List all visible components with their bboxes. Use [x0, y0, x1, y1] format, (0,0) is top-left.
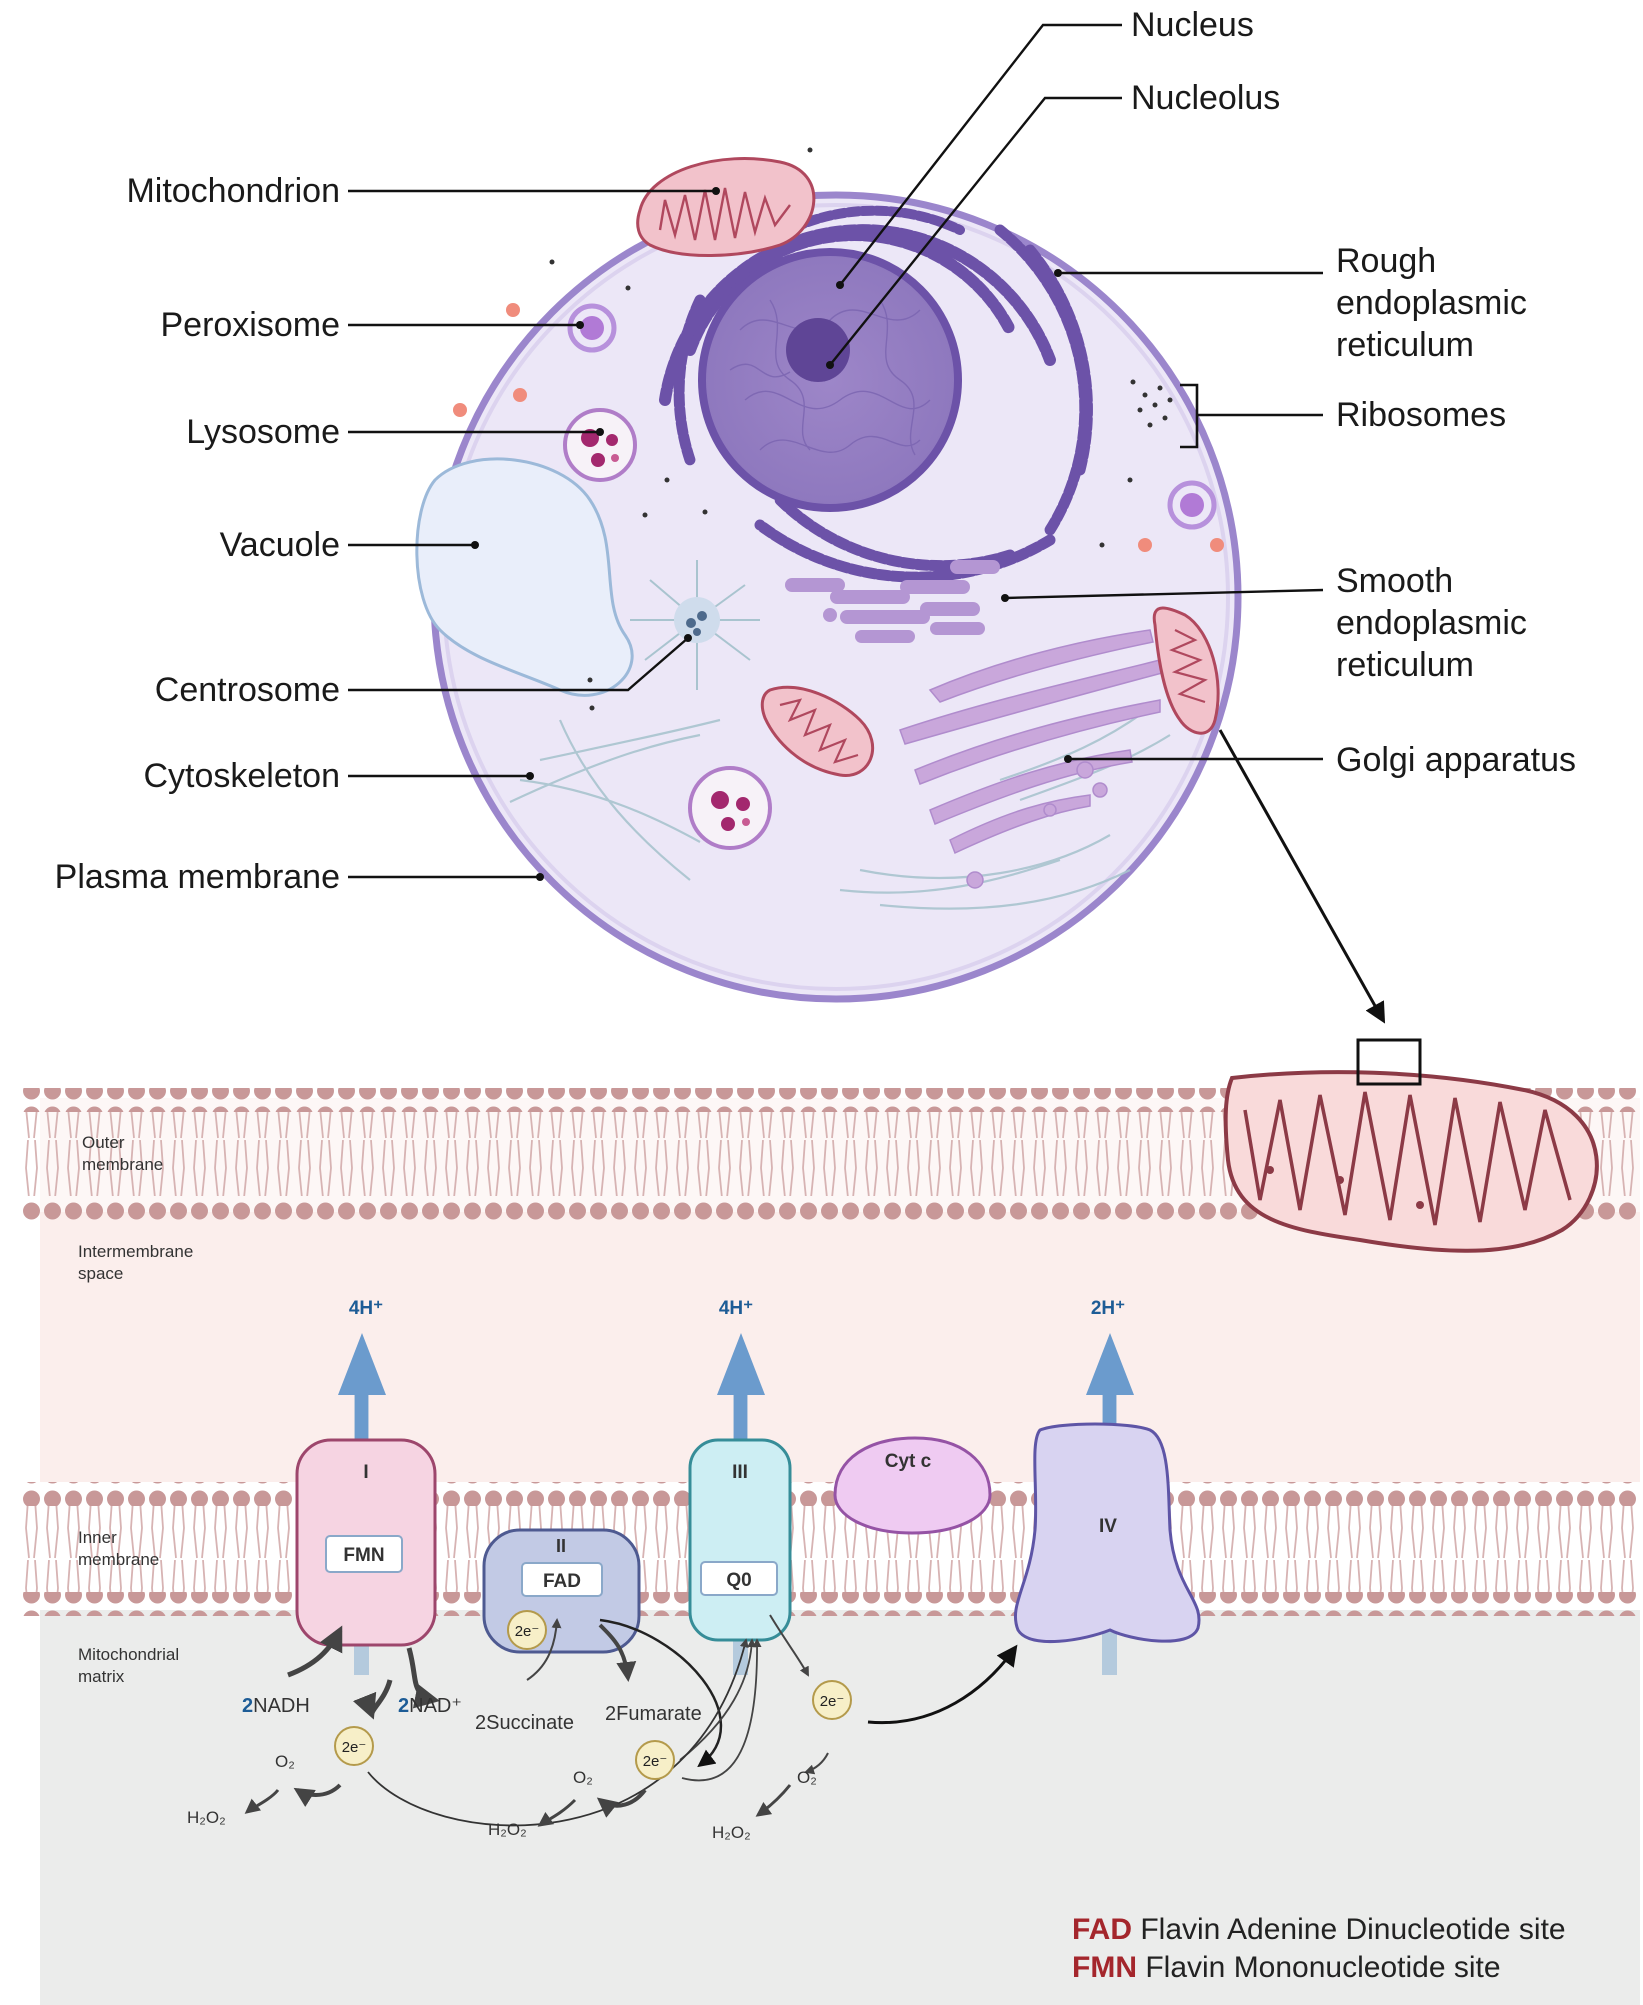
label-lysosome: Lysosome: [186, 413, 340, 451]
h2o2-1: H₂O₂: [187, 1808, 226, 1827]
svg-text:II: II: [556, 1536, 566, 1556]
mitochondrion-1: [636, 157, 816, 257]
label-plasma-membrane: Plasma membrane: [55, 858, 340, 896]
label-rough-er: Rough endoplasmic reticulum: [1336, 242, 1536, 364]
svg-text:2e⁻: 2e⁻: [515, 1623, 540, 1640]
protons-c3: 4H⁺: [719, 1298, 753, 1319]
smooth-er: [785, 560, 1000, 643]
svg-text:III: III: [732, 1462, 748, 1483]
o2-1: O₂: [275, 1752, 295, 1771]
reaction-labels: 2NADH 2NAD⁺ 2Succinate 2Fumarate O₂ H₂O₂…: [187, 1695, 817, 1842]
mitochondrion-zoom: [1223, 1038, 1599, 1253]
electron-2e-2: 2e⁻: [507, 1610, 547, 1650]
svg-text:2NAD⁺: 2NAD⁺: [398, 1695, 462, 1717]
svg-text:Cyt c: Cyt c: [885, 1451, 932, 1472]
membrane-panel: Outer membrane Intermembrane space Inner…: [20, 1038, 1640, 2005]
fad-site: FAD: [543, 1571, 581, 1592]
complex-iii: III Q0: [688, 1438, 792, 1642]
ribosomes: [549, 147, 1173, 711]
intermembrane-area: [40, 1212, 1640, 1482]
legend-fmn-abbr: FMN: [1072, 1951, 1137, 1984]
label-mitochondrial-matrix: Mitochondrial matrix: [78, 1645, 184, 1686]
nadh-coef: 2: [242, 1695, 253, 1717]
svg-text:FAD Flavin Adenine Din: FAD Flavin Adenine Dinucleotide site: [1072, 1913, 1566, 1946]
protons-c4: 2H⁺: [1091, 1298, 1125, 1319]
label-centrosome: Centrosome: [155, 671, 340, 709]
q0-site: Q0: [726, 1570, 751, 1591]
electron-2e-3: 2e⁻: [635, 1740, 675, 1780]
svg-text:FMN Flavin Mononucleot: FMN Flavin Mononucleotide site: [1072, 1951, 1501, 1984]
label-cytoskeleton: Cytoskeleton: [143, 757, 340, 795]
svg-text:2e⁻: 2e⁻: [643, 1753, 668, 1770]
cell: [415, 147, 1242, 1003]
succinate-label: 2Succinate: [475, 1712, 574, 1734]
svg-text:2e⁻: 2e⁻: [342, 1739, 367, 1756]
label-golgi: Golgi apparatus: [1336, 741, 1576, 779]
svg-text:2e⁻: 2e⁻: [820, 1693, 845, 1710]
fumarate-label: 2Fumarate: [605, 1703, 702, 1725]
nucleolus: [786, 318, 850, 382]
complex-i: I FMN: [295, 1438, 437, 1647]
electron-2e-4: 2e⁻: [812, 1680, 852, 1720]
zoom-box: [1356, 1038, 1422, 1086]
nad-coef: 2: [398, 1695, 409, 1717]
label-mitochondrion: Mitochondrion: [126, 172, 340, 210]
label-outer-membrane: Outer membrane: [82, 1133, 163, 1174]
mitochondrion-3: [1152, 606, 1220, 735]
complex-ii: II FAD: [482, 1528, 641, 1654]
peroxisome: [567, 303, 1217, 530]
h2o2-2: H₂O₂: [488, 1820, 527, 1839]
protons-c1: 4H⁺: [349, 1298, 383, 1319]
inner-membrane: [20, 1482, 1640, 1616]
o2-3: O₂: [797, 1768, 817, 1787]
cytochrome-c: Cyt c: [833, 1436, 992, 1535]
svg-text:IV: IV: [1099, 1516, 1117, 1537]
lysosome: [563, 408, 772, 850]
matrix-area: [40, 1610, 1640, 2005]
vesicles: [453, 303, 1224, 552]
reaction-arrows: [244, 1614, 1018, 1827]
golgi: [899, 629, 1163, 889]
fmn-site: FMN: [343, 1545, 384, 1566]
legend: FAD Flavin Adenine Dinucleotide site FMN…: [1072, 1913, 1566, 1984]
legend-fad-text: Flavin Adenine Dinucleotide site: [1140, 1913, 1565, 1946]
label-smooth-er: Smooth endoplasmic reticulum: [1336, 562, 1536, 684]
vacuole: [415, 457, 634, 697]
electron-2e-1: 2e⁻: [334, 1726, 374, 1766]
cell-labels: Nucleus Nucleolus Mitochondrion Peroxiso…: [55, 6, 1576, 896]
centrosome: [630, 560, 760, 690]
svg-text:2NADH: 2NADH: [242, 1695, 310, 1717]
label-nucleus: Nucleus: [1131, 6, 1254, 44]
leader-lines: [348, 23, 1386, 1024]
nucleus: [698, 248, 962, 512]
svg-text:I: I: [363, 1462, 368, 1483]
o2-2: O₂: [573, 1768, 593, 1787]
label-ribosomes: Ribosomes: [1336, 396, 1506, 434]
label-vacuole: Vacuole: [220, 526, 340, 564]
label-nucleolus: Nucleolus: [1131, 79, 1280, 117]
label-intermembrane-space: Intermembrane space: [78, 1242, 198, 1283]
complex-iv: IV: [1013, 1422, 1201, 1643]
mitochondrion-2: [760, 685, 875, 777]
label-inner-membrane: Inner membrane: [78, 1528, 159, 1569]
label-peroxisome: Peroxisome: [160, 306, 340, 344]
legend-fmn-text: Flavin Mononucleotide site: [1145, 1951, 1500, 1984]
legend-fad-abbr: FAD: [1072, 1913, 1132, 1946]
h2o2-3: H₂O₂: [712, 1823, 751, 1842]
